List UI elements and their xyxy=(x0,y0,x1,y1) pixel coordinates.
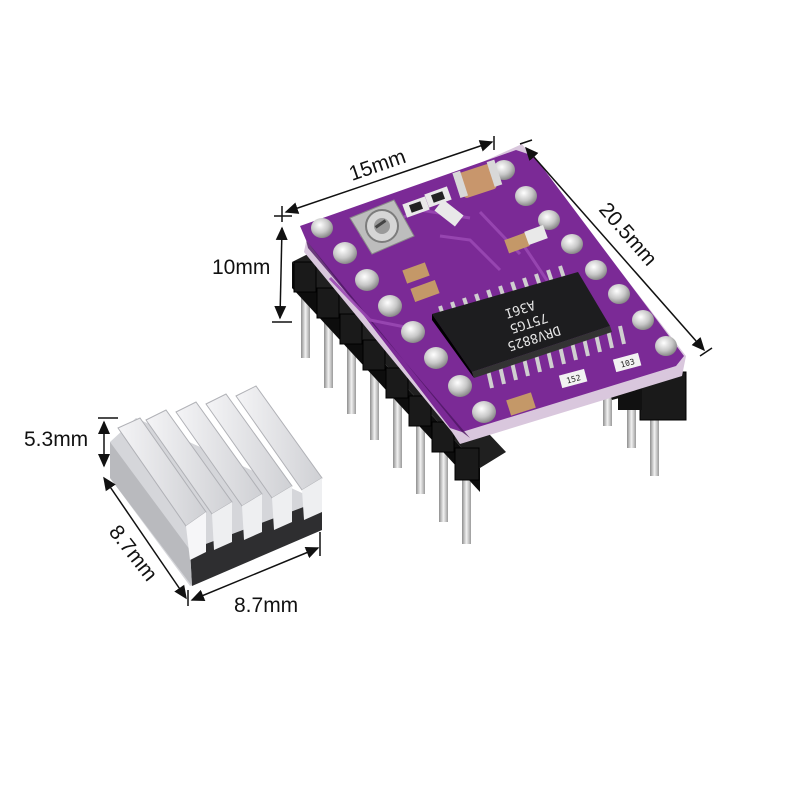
heatsink-width-label: 8.7mm xyxy=(234,594,298,617)
resistor-code-103: 103 xyxy=(619,357,635,369)
header-pins-left xyxy=(301,292,471,544)
solder-pads-left xyxy=(311,218,496,423)
resistor-103: 103 xyxy=(612,352,642,373)
dimension-lines xyxy=(98,136,713,606)
board-width-label: 15mm xyxy=(346,145,409,186)
pin-length-label: 10mm xyxy=(212,256,270,279)
header-pins-right xyxy=(603,396,659,476)
heatsink-height-label: 5.3mm xyxy=(24,428,88,451)
stepper-driver-board: 152 103 xyxy=(292,144,687,544)
resistor-152: 152 xyxy=(558,368,588,389)
resistor-code-152: 152 xyxy=(565,373,581,385)
